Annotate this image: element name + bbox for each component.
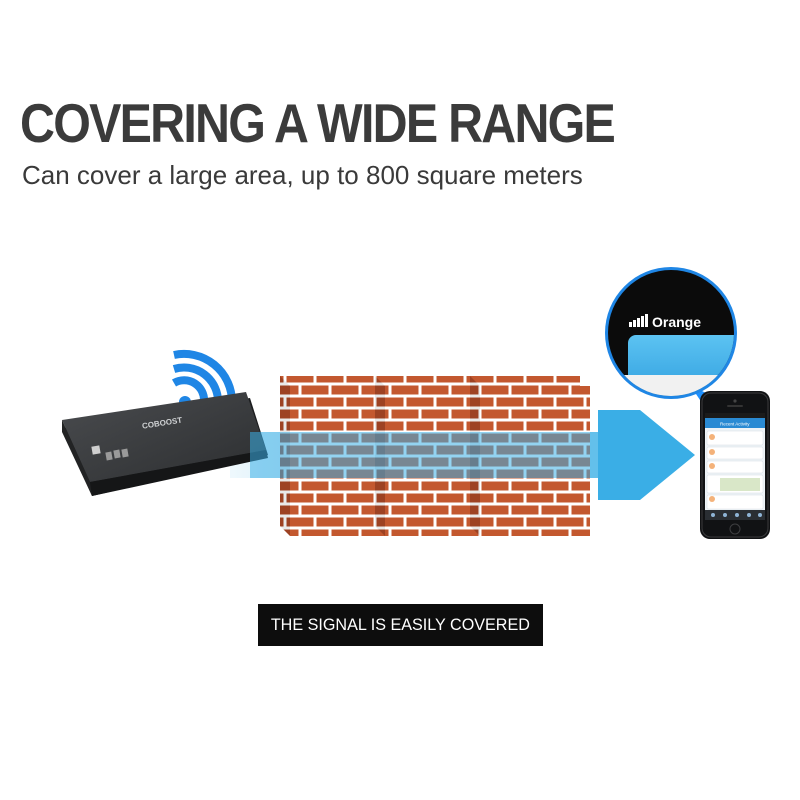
page-subtitle: Can cover a large area, up to 800 square… <box>22 160 583 190</box>
booster-device: COBOOST <box>62 392 268 496</box>
signal-arrow <box>250 410 695 500</box>
page-title: COVERING A WIDE RANGE <box>20 92 616 154</box>
wifi-icon <box>171 349 237 408</box>
caption-text: THE SIGNAL IS EASILY COVERED <box>270 615 531 634</box>
signal-bars-icon <box>629 314 648 327</box>
caption-banner: THE SIGNAL IS EASILY COVERED <box>258 604 543 646</box>
carrier-name: Orange <box>652 314 701 330</box>
phone-app-title: Recent Activity <box>720 422 750 427</box>
smartphone: Recent Activity <box>700 391 770 539</box>
